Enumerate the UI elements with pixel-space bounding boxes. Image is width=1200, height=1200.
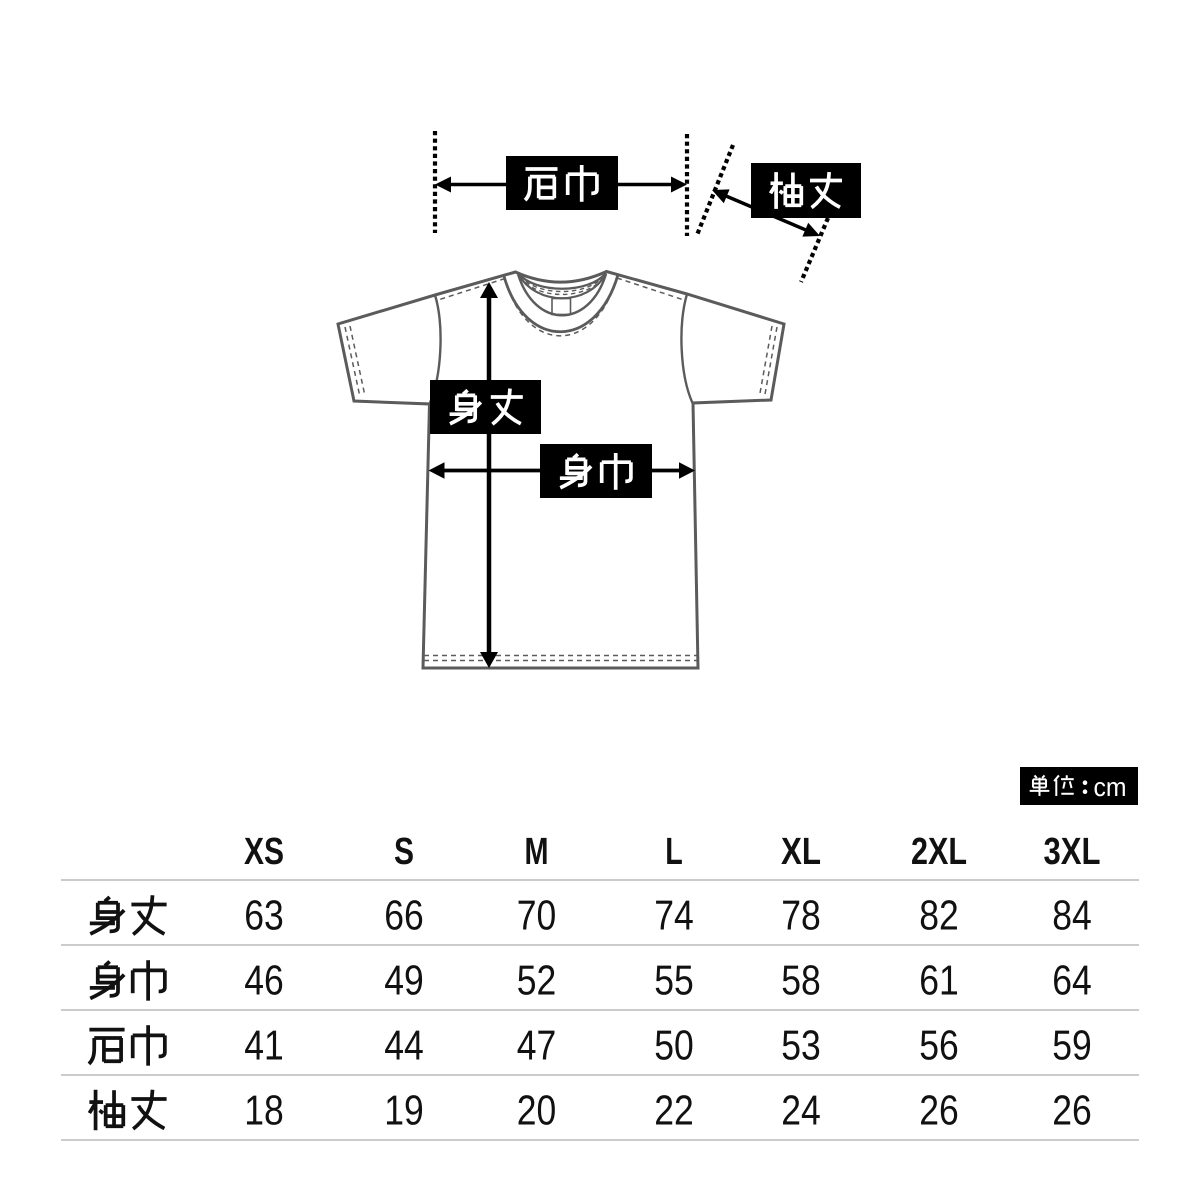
svg-text:XL: XL	[781, 831, 821, 873]
svg-text:78: 78	[781, 892, 821, 939]
svg-text:18: 18	[244, 1087, 284, 1134]
svg-text:59: 59	[1052, 1022, 1092, 1069]
svg-text:53: 53	[781, 1022, 821, 1069]
svg-text:S: S	[394, 831, 414, 873]
svg-text:47: 47	[517, 1022, 557, 1069]
svg-text:84: 84	[1052, 892, 1092, 939]
svg-text:66: 66	[384, 892, 424, 939]
svg-text:3XL: 3XL	[1044, 831, 1101, 873]
svg-text:M: M	[525, 831, 549, 873]
svg-text:55: 55	[654, 957, 694, 1004]
svg-text:46: 46	[244, 957, 284, 1004]
svg-text:64: 64	[1052, 957, 1092, 1004]
svg-text:19: 19	[384, 1087, 424, 1134]
svg-text:24: 24	[781, 1087, 821, 1134]
svg-text:70: 70	[517, 892, 557, 939]
svg-text:44: 44	[384, 1022, 424, 1069]
svg-text:L: L	[665, 831, 683, 873]
svg-text:22: 22	[654, 1087, 694, 1134]
svg-text:20: 20	[517, 1087, 557, 1134]
svg-text:63: 63	[244, 892, 284, 939]
svg-text:52: 52	[517, 957, 557, 1004]
svg-text:2XL: 2XL	[911, 831, 967, 873]
svg-text:cm: cm	[1094, 772, 1127, 802]
svg-text:82: 82	[919, 892, 959, 939]
svg-text:26: 26	[1052, 1087, 1092, 1134]
svg-text:61: 61	[919, 957, 959, 1004]
svg-text:58: 58	[781, 957, 821, 1004]
svg-text:49: 49	[384, 957, 424, 1004]
svg-text:41: 41	[244, 1022, 284, 1069]
svg-text:56: 56	[919, 1022, 959, 1069]
svg-text:50: 50	[654, 1022, 694, 1069]
svg-text:XS: XS	[244, 831, 284, 873]
svg-text:26: 26	[919, 1087, 959, 1134]
svg-text:74: 74	[654, 892, 694, 939]
